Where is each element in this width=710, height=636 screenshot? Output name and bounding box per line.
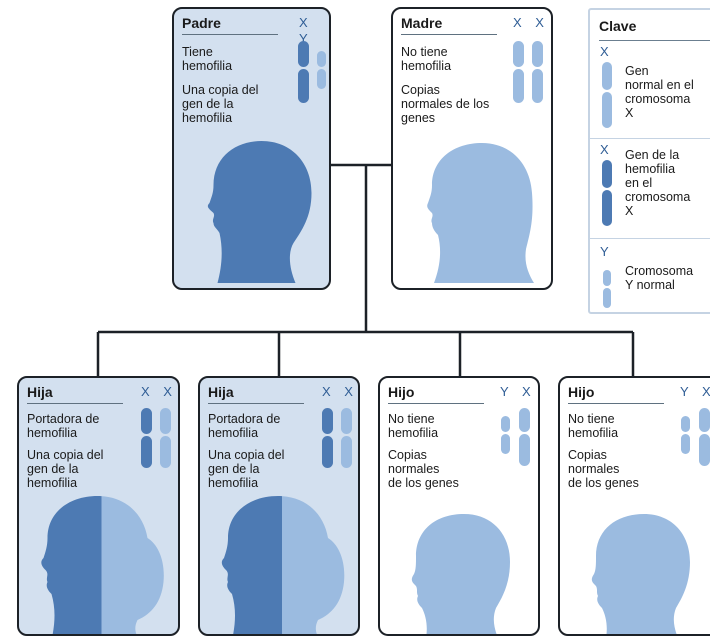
card-father: Padre X Y Tiene hemofilia Una copia del … [172,7,331,290]
legend-item-text: Cromosoma Y normal [625,264,694,292]
genotype-text: Copias normales de los genes [401,83,490,125]
genotype-text: Copias normales de los genes [568,448,639,490]
legend-key: Clave X Gen normal en el cromosoma X X G… [588,8,710,314]
phenotype-text: Portadora de hemofilia [27,412,100,440]
normal-y-chromosome-icon [603,270,611,308]
chromosome-labels: X X [141,384,177,399]
children-connector [96,330,635,376]
legend-divider [590,238,710,239]
chromosome-labels: Y X [500,384,536,399]
legend-item-text: Gen normal en el cromosoma X [625,64,694,120]
card-title: Madre [401,15,497,35]
card-daughter-1: Hija X X Portadora de hemofilia Una copi… [17,376,180,636]
phenotype-text: Portadora de hemofilia [208,412,281,440]
legend-chromosome-label: X [600,44,609,59]
genotype-text: Una copia del gen de la hemofilia [182,83,259,125]
genotype-text: Una copia del gen de la hemofilia [208,448,285,490]
hemophilia-x-chromosome-icon [602,160,612,226]
chromosome-pair [322,408,352,468]
chromosome-pair [513,41,543,103]
legend-item-normal-x: X Gen normal en el cromosoma X [590,44,710,136]
male-child-head-silhouette [411,514,510,634]
card-title: Hijo [568,384,664,404]
card-title: Hija [208,384,304,404]
chromosome-labels: Y X [680,384,710,399]
chromosome-pair [141,408,171,468]
card-daughter-2: Hija X X Portadora de hemofilia Una copi… [198,376,360,636]
card-title: Padre [182,15,278,35]
male-child-head-silhouette [591,514,690,634]
legend-item-normal-y: Y Cromosoma Y normal [590,244,710,314]
female-head-silhouette [427,143,534,283]
phenotype-text: No tiene hemofilia [401,45,452,73]
chromosome-labels: X X [513,15,549,30]
chromosome-labels: X Y [299,15,313,46]
phenotype-text: No tiene hemofilia [388,412,439,440]
chromosome-pair [501,408,530,466]
card-son-2: Hijo Y X No tiene hemofilia Copias norma… [558,376,710,636]
chromosome-labels: X X [322,384,358,399]
phenotype-text: Tiene hemofilia [182,45,233,73]
male-head-silhouette [207,141,312,283]
legend-title: Clave [599,18,637,34]
card-title: Hijo [388,384,484,404]
card-mother: Madre X X No tiene hemofilia Copias norm… [391,7,553,290]
legend-chromosome-label: X [600,142,609,157]
genotype-text: Copias normales de los genes [388,448,459,490]
female-head-silhouette [41,496,164,634]
genotype-text: Una copia del gen de la hemofilia [27,448,104,490]
legend-item-hemophilia-x: X Gen de la hemofilia en el cromosoma X [590,142,710,234]
legend-item-text: Gen de la hemofilia en el cromosoma X [625,148,691,218]
chromosome-pair [681,408,710,466]
chromosome-pair [298,41,326,103]
legend-title-divider [599,40,710,41]
parents-connector [328,163,394,332]
phenotype-text: No tiene hemofilia [568,412,619,440]
normal-x-chromosome-icon [602,62,612,128]
card-title: Hija [27,384,123,404]
legend-chromosome-label: Y [600,244,609,259]
female-head-silhouette [221,496,345,634]
legend-divider [590,138,710,139]
card-son-1: Hijo Y X No tiene hemofilia Copias norma… [378,376,540,636]
